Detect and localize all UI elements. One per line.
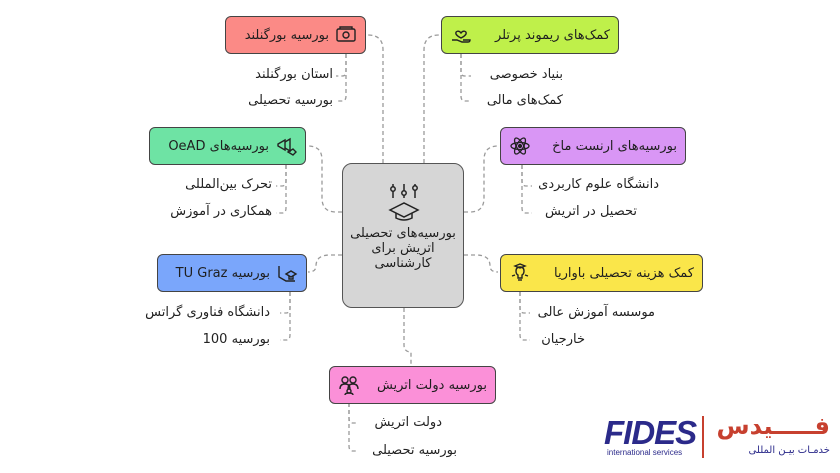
science-atom-icon — [509, 135, 531, 157]
central-topic-title: بورسیه‌های تحصیلی اتریش برای کارشناسی — [350, 226, 456, 271]
node-ernst-label: بورسیه‌های ارنست ماخ — [552, 138, 677, 154]
leaf-financial-aid: کمک‌های مالی — [486, 93, 563, 108]
hand-heart-icon — [450, 24, 472, 46]
node-tu-graz: بورسیه TU Graz — [157, 254, 307, 292]
leaf-higher-education-institute: موسسه آموزش عالی — [537, 305, 655, 320]
central-topic: بورسیه‌های تحصیلی اتریش برای کارشناسی — [342, 163, 464, 308]
node-raymond-pertler: کمک‌های ریموند پرتلر — [441, 16, 619, 54]
logo-brand-fa: فـــــیدس — [716, 412, 830, 440]
leaf-international-mobility: تحرک بین‌المللی — [185, 177, 272, 192]
fides-logo: FIDES international services فـــــیدس خ… — [604, 412, 830, 462]
node-government-label: بورسیه دولت اتریش — [376, 377, 487, 393]
leaf-education-cooperation: همکاری در آموزش — [170, 204, 272, 219]
node-government: بورسیه دولت اتریش — [329, 366, 496, 404]
leaf-applied-sciences-university: دانشگاه علوم کاربردی — [538, 177, 659, 192]
node-oead: بورسیه‌های OeAD — [149, 127, 306, 165]
node-ernst-mach: بورسیه‌های ارنست ماخ — [500, 127, 686, 165]
leaf-government-scholarship: بورسیه تحصیلی — [372, 443, 457, 458]
node-burgenland-label: بورسیه بورگنلند — [244, 27, 329, 43]
node-raymond-label: کمک‌های ریموند پرتلر — [494, 27, 610, 43]
node-burgenland: بورسیه بورگنلند — [225, 16, 366, 54]
leaf-austrian-government: دولت اتریش — [374, 415, 442, 430]
logo-tagline-fa: خدمـات بیـن المللی — [748, 445, 830, 456]
leaf-private-foundation: بنیاد خصوصی — [489, 67, 563, 82]
node-bavaria-label: کمک هزینه تحصیلی باواریا — [554, 265, 694, 281]
leaf-study-in-austria: تحصیل در اتریش — [545, 204, 637, 219]
graduate-hand-icon — [276, 262, 298, 284]
node-tu-graz-label: بورسیه TU Graz — [175, 265, 270, 281]
money-scholarship-icon — [335, 24, 357, 46]
logo-brand: FIDES — [604, 414, 697, 451]
leaf-scholarship-100: بورسیه 100 — [202, 332, 270, 347]
leaf-foreigners: خارجیان — [541, 332, 585, 347]
megaphone-graduation-icon — [275, 135, 297, 157]
graduation-settings-icon — [387, 182, 421, 226]
node-oead-label: بورسیه‌های OeAD — [168, 138, 269, 154]
node-bavaria: کمک هزینه تحصیلی باواریا — [500, 254, 703, 292]
leaf-burgenland-scholarship: بورسیه تحصیلی — [248, 93, 333, 108]
people-group-icon — [338, 374, 360, 396]
logo-separator — [702, 416, 704, 458]
lightbulb-scholar-icon — [509, 262, 531, 284]
leaf-graz-tech-university: دانشگاه فناوری گراتس — [145, 305, 270, 320]
logo-tagline: international services — [607, 448, 683, 457]
leaf-burgenland-province: استان بورگنلند — [255, 67, 333, 82]
